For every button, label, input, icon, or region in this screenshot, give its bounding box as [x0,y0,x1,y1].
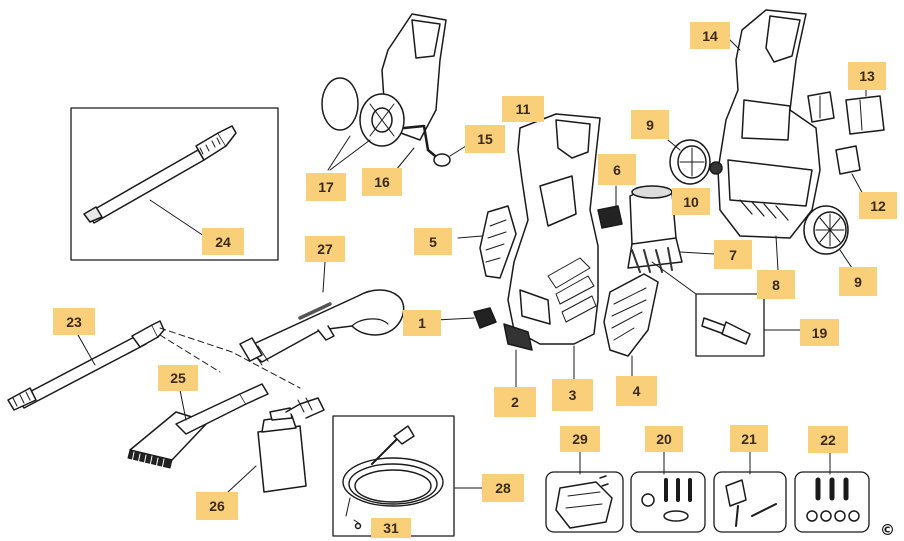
brush-25 [127,383,269,470]
motor-pump [597,185,715,273]
callout-21[interactable]: 21 [730,425,768,452]
callout-10[interactable]: 10 [672,188,710,215]
coupler-19 [651,261,801,357]
callout-9[interactable]: 9 [631,110,669,139]
callout-20[interactable]: 20 [645,426,683,452]
callout-1[interactable]: 1 [403,310,441,336]
callout-8[interactable]: 8 [757,270,795,299]
copyright-mark: © [880,521,895,539]
callout-5[interactable]: 5 [414,228,452,255]
callout-13[interactable]: 13 [848,62,886,90]
side-cover-5 [457,205,517,279]
rear-housing-14 [717,9,821,271]
box-22 [794,451,870,533]
wheel-9-right [803,205,853,269]
box-21 [713,451,787,533]
hose-reel [321,13,467,171]
clips-12-13 [807,79,885,197]
callout-31[interactable]: 31 [371,518,411,538]
callout-4[interactable]: 4 [616,376,657,406]
callout-14[interactable]: 14 [690,22,730,49]
hose-box-28 [332,415,483,537]
callout-27[interactable]: 27 [305,236,345,262]
callout-24[interactable]: 24 [202,228,244,255]
callout-9[interactable]: 9 [839,267,877,296]
callout-11[interactable]: 11 [502,96,544,122]
callout-17[interactable]: 17 [306,173,346,201]
trigger-gun-27 [239,261,405,366]
callout-12[interactable]: 12 [859,192,897,219]
callout-7[interactable]: 7 [714,240,752,269]
callout-2[interactable]: 2 [494,387,536,417]
part-1-2 [435,307,575,389]
lance-23 [7,320,301,411]
frame-11 [507,111,601,345]
callout-26[interactable]: 26 [196,492,238,520]
callout-29[interactable]: 29 [560,426,600,452]
box-20 [630,451,706,533]
callout-6[interactable]: 6 [598,154,636,185]
side-cover-4 [603,273,659,379]
callout-15[interactable]: 15 [465,125,505,153]
callout-22[interactable]: 22 [808,426,848,453]
callout-3[interactable]: 3 [552,379,593,411]
callout-25[interactable]: 25 [158,365,198,391]
foam-bottle-26 [227,397,325,493]
lance-box-24 [70,107,279,261]
callout-19[interactable]: 19 [800,319,839,346]
callout-23[interactable]: 23 [53,308,95,335]
callout-28[interactable]: 28 [482,474,524,502]
wheel-9-upper [667,139,723,185]
box-29 [545,451,624,533]
callout-16[interactable]: 16 [362,168,402,196]
